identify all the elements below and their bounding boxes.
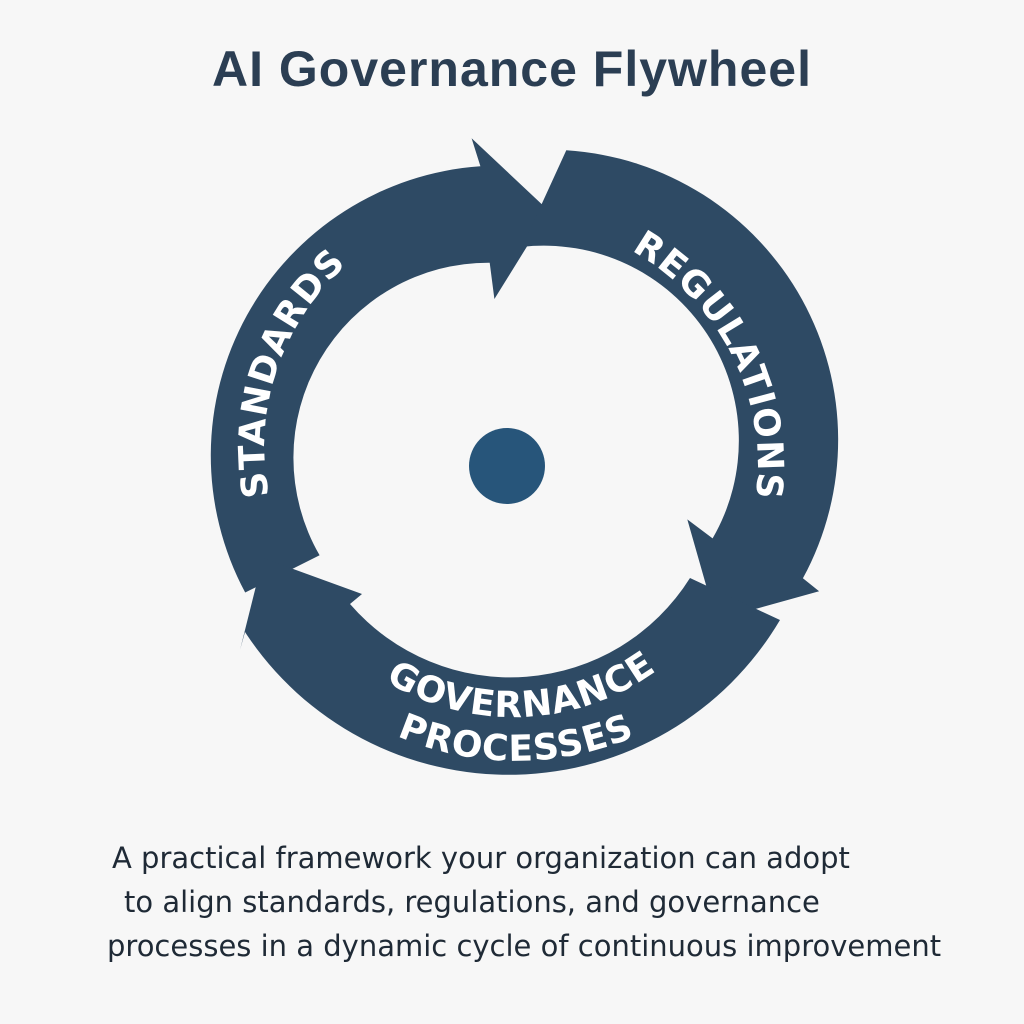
- standards-arrow: [210, 138, 549, 593]
- caption-line: A practical framework your organization …: [112, 841, 850, 875]
- governance-processes-arrow: [240, 558, 780, 775]
- caption-line: to align standards, regulations, and gov…: [124, 885, 820, 919]
- center-hub: [469, 428, 545, 504]
- regulations-arrow: [522, 150, 839, 621]
- page-title: AI Governance Flywheel: [212, 41, 812, 97]
- caption-line: processes in a dynamic cycle of continuo…: [107, 929, 942, 963]
